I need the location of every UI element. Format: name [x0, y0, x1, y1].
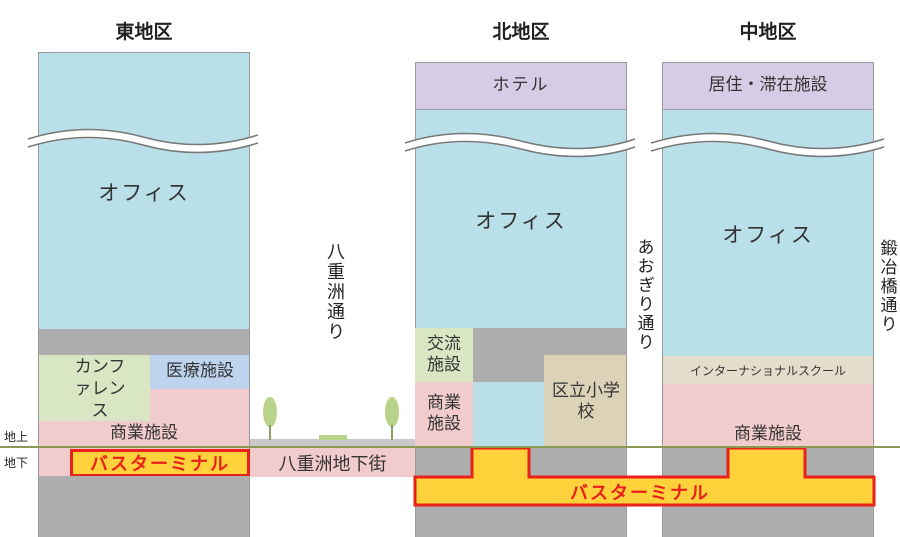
- east-commercial-label: 商業施設: [110, 423, 178, 444]
- east-parking-block: [38, 329, 250, 355]
- aogiri-street-label: あおぎり通り: [633, 238, 654, 352]
- median-planter: [319, 435, 347, 440]
- north-commercial-block: [415, 382, 473, 448]
- middle-commercial-label: 商業施設: [734, 424, 802, 445]
- north-school-label: 区立小学校: [552, 380, 620, 422]
- north-hotel-block: [415, 62, 627, 110]
- above-ground-label: 地上: [4, 430, 29, 444]
- east-basement-block: [38, 476, 250, 537]
- middle-residence-block: [662, 62, 874, 110]
- yaesu-street-surface: [250, 439, 415, 448]
- north-school-block: [544, 355, 627, 448]
- east-commercial-upper: [150, 389, 250, 421]
- tree-icon: [263, 397, 277, 440]
- east-district-title: 東地区: [115, 20, 173, 43]
- middle-international-school-block: [662, 356, 874, 384]
- middle-residence-label: 居住・滞在施設: [708, 75, 828, 96]
- north-office-label: オフィス: [475, 209, 567, 233]
- north-exchange-label: 交流施設: [427, 333, 461, 375]
- north-district-title: 北地区: [492, 20, 550, 43]
- ground-line: [0, 446, 900, 448]
- middle-office-label: オフィス: [722, 223, 814, 247]
- east-conference-block: [38, 355, 150, 421]
- north-commercial-label: 商業施設: [427, 392, 461, 434]
- kajibashi-street-label: 鍛冶橋通り: [876, 238, 897, 334]
- tree-icon: [385, 397, 399, 440]
- north-atrium-block: [473, 382, 544, 448]
- east-office-label: オフィス: [98, 181, 190, 205]
- underground-mall-label: 八重洲地下街: [278, 453, 387, 475]
- yaesu-street-label: 八重洲通り: [324, 242, 345, 342]
- middle-commercial-block: [662, 384, 874, 448]
- east-bus-terminal: バスターミナル: [70, 449, 250, 477]
- east-medical-label: 医療施設: [166, 361, 234, 382]
- north-hotel-label: ホテル: [492, 75, 550, 96]
- east-office-block: [38, 52, 250, 330]
- middle-district-title: 中地区: [739, 20, 797, 43]
- below-ground-label: 地下: [4, 456, 29, 470]
- middle-international-school-label: インターナショナルスクール: [689, 363, 846, 378]
- north-exchange-block: [415, 328, 473, 382]
- underground-mall-block: [250, 448, 415, 477]
- east-medical-block: [150, 355, 250, 389]
- long-bus-terminal-label: バスターミナル: [570, 483, 710, 504]
